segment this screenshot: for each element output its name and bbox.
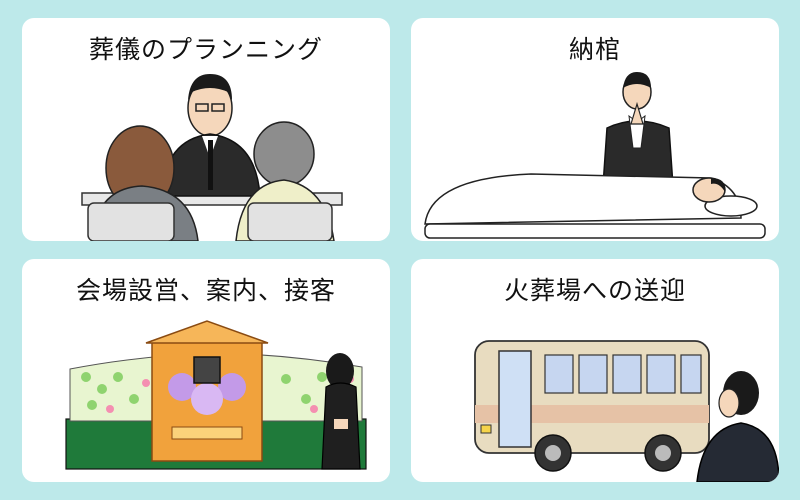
panel-shuttle: 火葬場への送迎	[411, 259, 779, 482]
panel-encoffining: 納棺	[411, 18, 779, 241]
panel-venue: 会場設営、案内、接客	[22, 259, 390, 482]
panel-planning: 葬儀のプランニング	[22, 18, 390, 241]
panel-caption: 火葬場への送迎	[503, 276, 686, 305]
shuttle-bus-illustration	[474, 340, 779, 482]
venue-altar-illustration	[65, 320, 367, 470]
panel-caption: 納棺	[568, 35, 621, 64]
encoffining-illustration	[424, 72, 766, 239]
panel-caption: 会場設営、案内、接客	[75, 276, 336, 305]
planning-meeting-illustration	[81, 74, 343, 241]
panel-caption: 葬儀のプランニング	[88, 35, 323, 64]
